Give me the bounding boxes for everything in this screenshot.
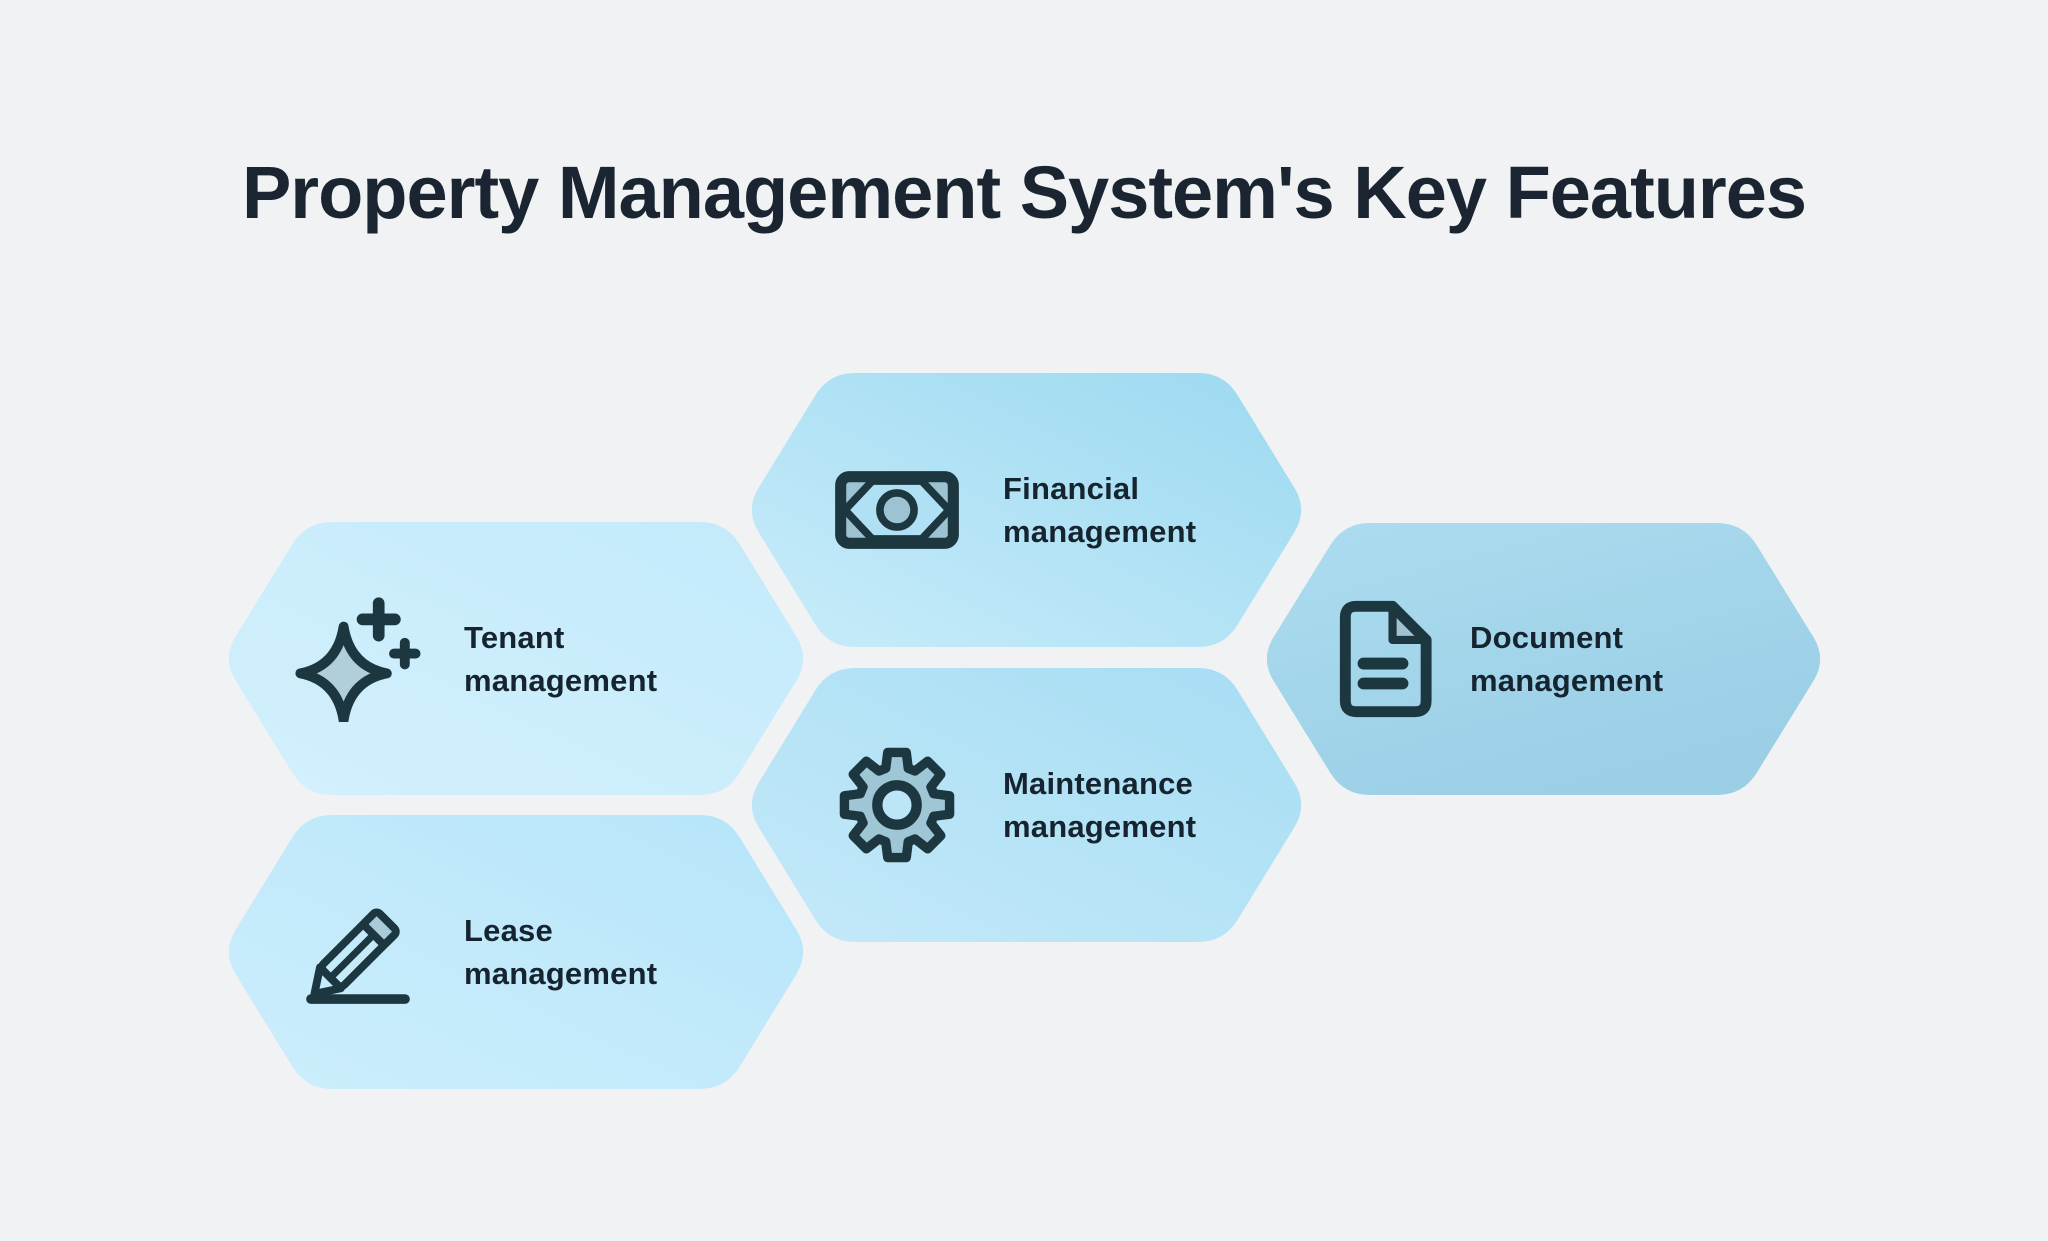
card-content: Lease management bbox=[222, 815, 810, 1089]
card-label-line1: Maintenance bbox=[1003, 766, 1193, 801]
hexagon-shape bbox=[751, 373, 1302, 647]
card-label: Tenant management bbox=[464, 616, 657, 702]
gear-icon bbox=[833, 745, 961, 865]
card-maintenance-management: Maintenance management bbox=[745, 668, 1308, 942]
pencil-icon bbox=[294, 891, 422, 1013]
hexagon-shape bbox=[228, 815, 804, 1089]
card-label-line2: management bbox=[1470, 663, 1664, 698]
card-content: Financial management bbox=[745, 373, 1308, 647]
card-financial-management: Financial management bbox=[745, 373, 1308, 647]
card-content: Document management bbox=[1260, 523, 1827, 795]
card-label: Financial management bbox=[1003, 467, 1196, 553]
card-document-management: Document management bbox=[1260, 523, 1827, 795]
card-content: Tenant management bbox=[222, 522, 810, 795]
card-label-line2: management bbox=[464, 662, 658, 698]
card-content: Maintenance management bbox=[745, 668, 1308, 942]
banknote-icon bbox=[833, 467, 961, 553]
card-lease-management: Lease management bbox=[222, 815, 810, 1089]
card-label: Lease management bbox=[464, 909, 657, 995]
card-label-line1: Document bbox=[1470, 620, 1624, 655]
card-label-line2: management bbox=[1003, 809, 1197, 844]
hexagon-shape bbox=[228, 522, 804, 795]
sparkle-icon bbox=[294, 596, 422, 722]
document-icon bbox=[1324, 600, 1452, 718]
card-tenant-management: Tenant management bbox=[222, 522, 810, 795]
page-title: Property Management System's Key Feature… bbox=[241, 151, 1807, 234]
card-label: Maintenance management bbox=[1003, 762, 1196, 848]
card-label-line2: management bbox=[1003, 514, 1197, 549]
card-label-line1: Tenant bbox=[464, 619, 565, 655]
card-label: Document management bbox=[1470, 616, 1663, 702]
card-label-line1: Financial bbox=[1003, 471, 1140, 506]
card-label-line2: management bbox=[464, 956, 658, 991]
card-label-line1: Lease bbox=[464, 913, 553, 948]
hexagon-shape bbox=[751, 668, 1302, 942]
hexagon-shape bbox=[1266, 523, 1821, 795]
